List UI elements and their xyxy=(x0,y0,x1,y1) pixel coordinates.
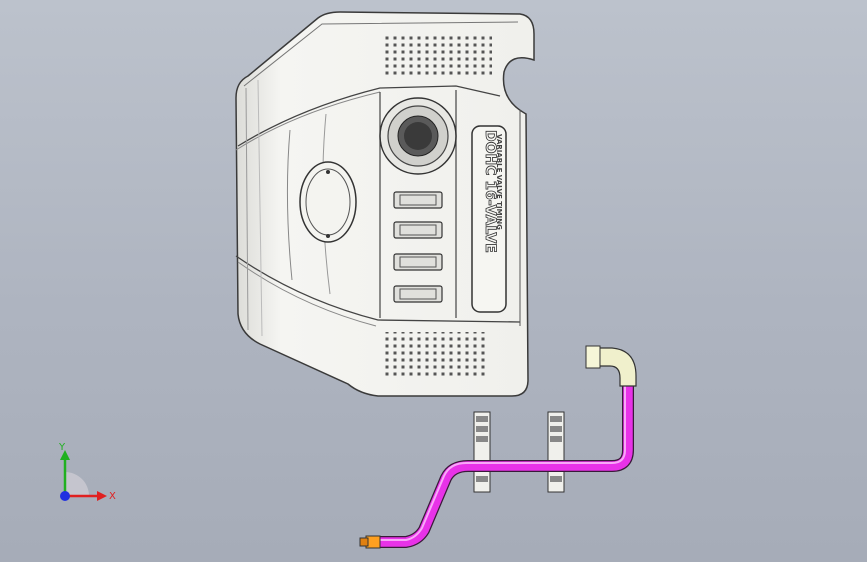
vent-slots xyxy=(393,191,443,303)
breather-hose[interactable] xyxy=(359,345,637,549)
z-axis-dot xyxy=(60,491,70,501)
y-axis-label: Y xyxy=(58,442,66,453)
hose-clips[interactable] xyxy=(473,411,565,493)
emblem-sub-text: VARIABLE VALVE TIMING xyxy=(495,134,503,230)
dohc-emblem: DOHC 16-VALVE VARIABLE VALVE TIMING xyxy=(471,125,507,313)
coordinate-triad: Y X xyxy=(58,442,116,502)
engine-cover[interactable]: DOHC 16-VALVE VARIABLE VALVE TIMING xyxy=(235,11,535,397)
perforation-grid xyxy=(384,36,492,376)
x-axis-label: X xyxy=(109,491,116,502)
emblem-main-text: DOHC 16-VALVE xyxy=(482,130,498,253)
oil-filler-cap[interactable] xyxy=(379,97,457,175)
